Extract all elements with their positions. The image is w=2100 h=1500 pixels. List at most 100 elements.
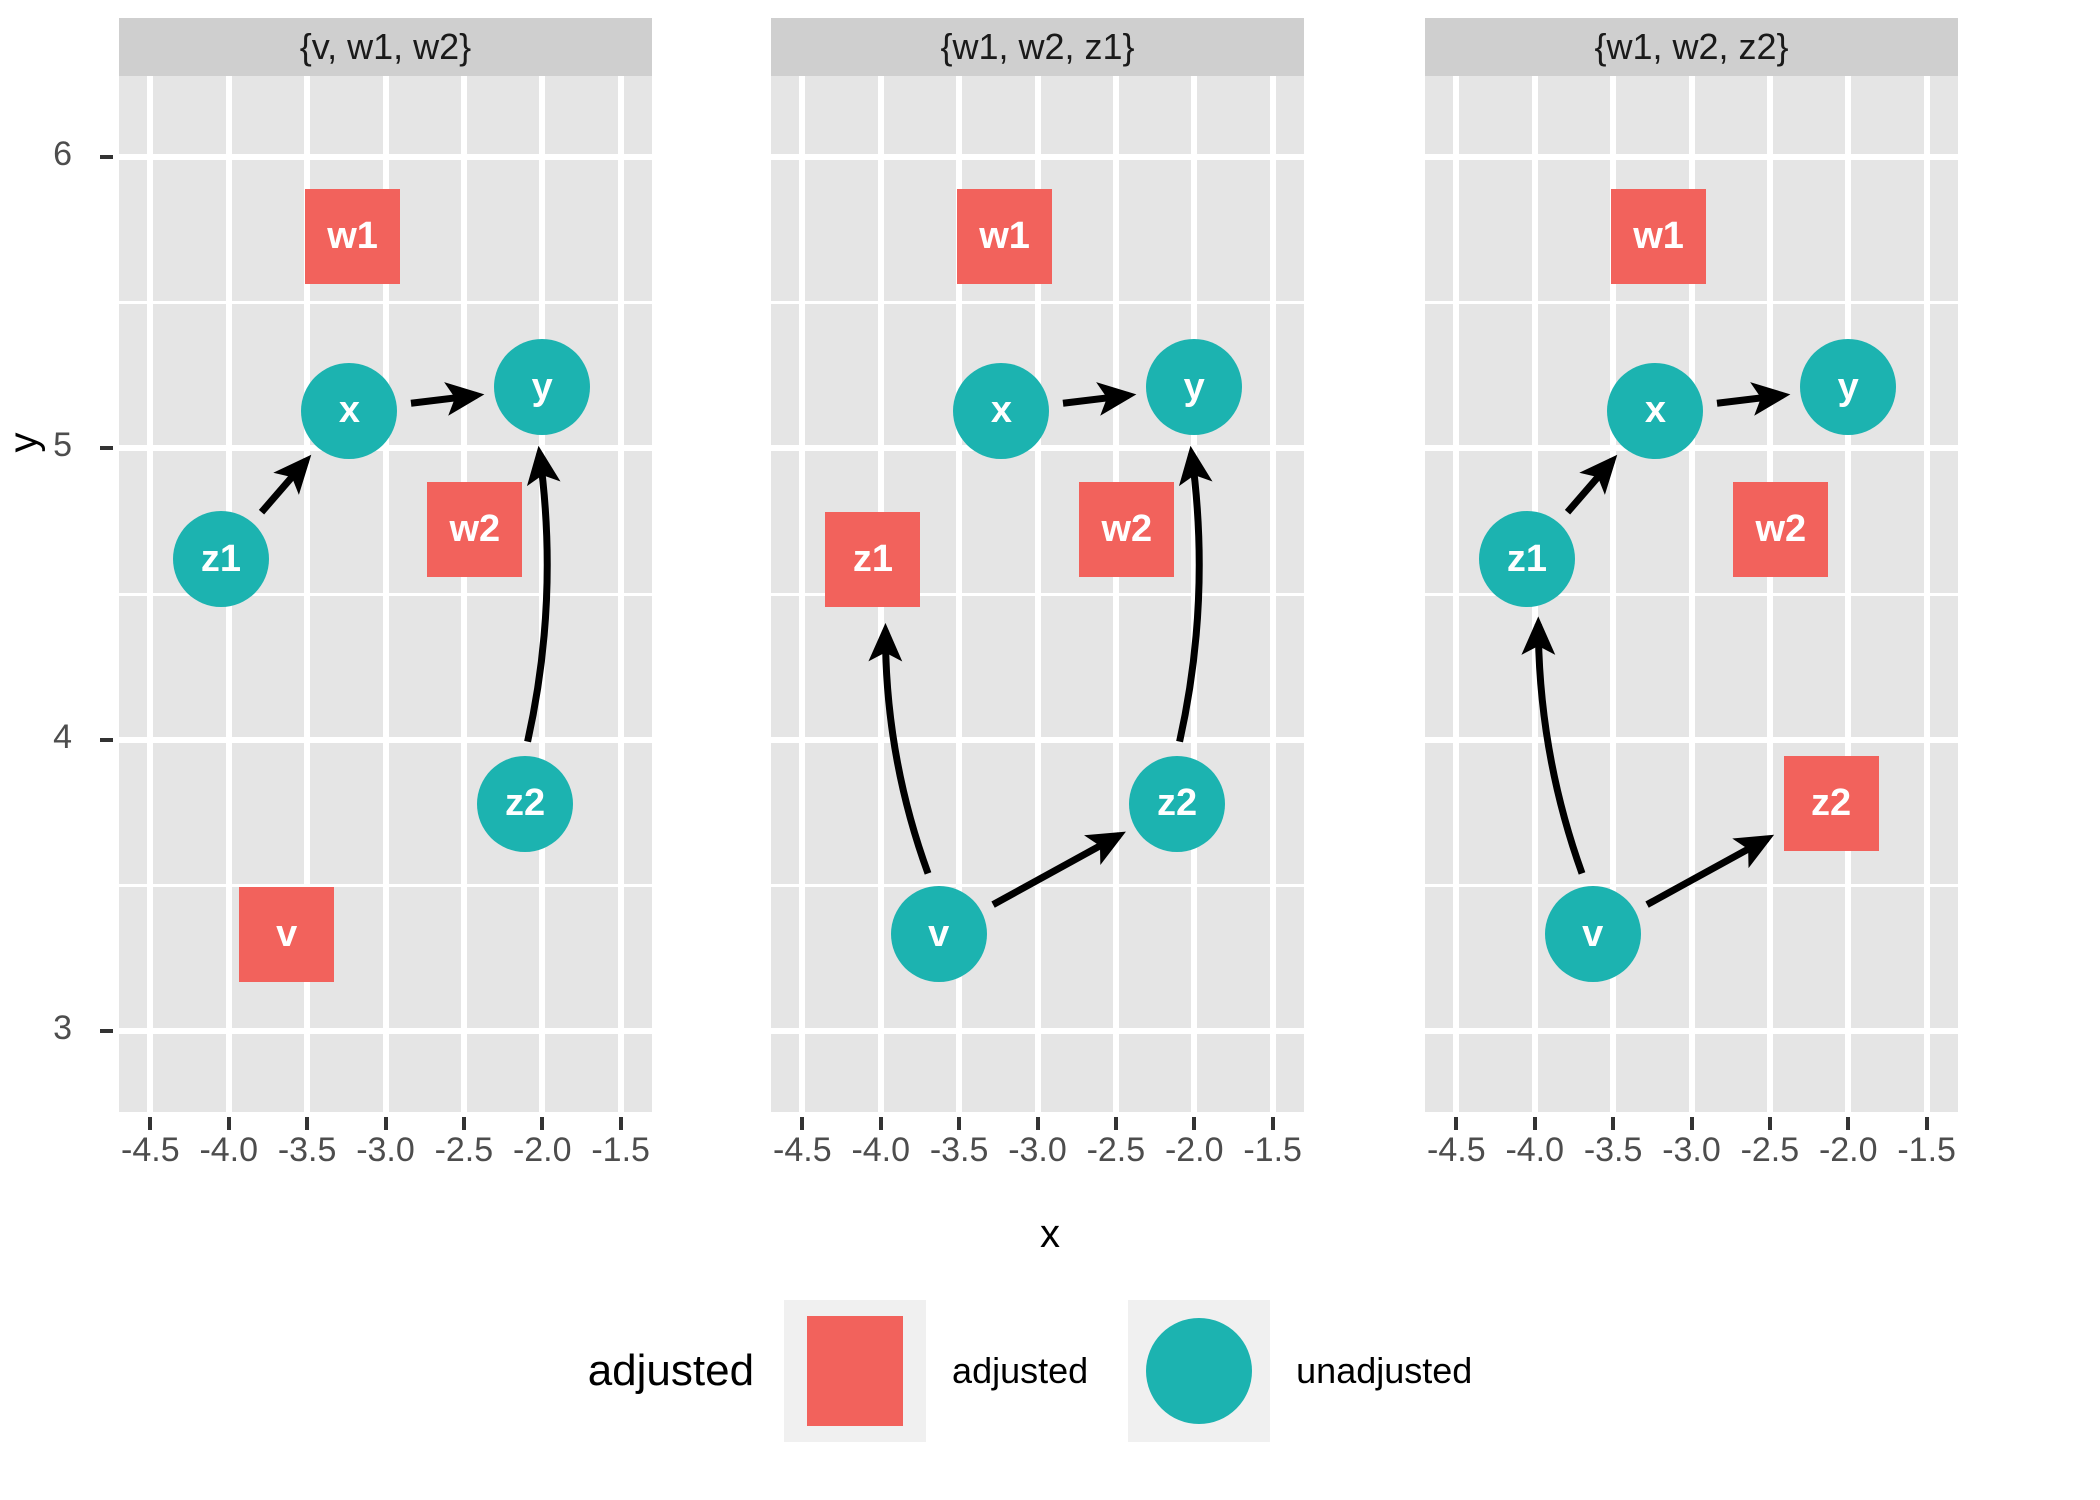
x-tick-label: -1.5	[1243, 1131, 1302, 1169]
gridline-major-horizontal	[119, 736, 652, 743]
gridline-major-horizontal	[119, 1027, 652, 1034]
gridline-major-horizontal	[1425, 1027, 1958, 1034]
legend-glyph-square	[807, 1316, 904, 1426]
facet-strip-label: {w1, w2, z1}	[940, 26, 1135, 67]
x-tick-label: -3.5	[929, 1131, 989, 1169]
legend-glyph-circle	[1146, 1318, 1253, 1424]
gridline-major-horizontal	[1425, 154, 1958, 161]
edge-v-to-z1	[868, 622, 932, 875]
x-tick-label: -2.5	[434, 1131, 494, 1169]
gridline-major-horizontal	[119, 445, 652, 452]
dag-node-label: y	[531, 365, 553, 408]
dag-node-label: w1	[979, 214, 1030, 257]
dag-node-label: z1	[200, 537, 241, 580]
dag-node-z2[interactable]: z2	[477, 755, 574, 852]
y-tick-mark	[100, 737, 113, 742]
facet-panel: w1 x y z1 w2 z2 v	[1425, 76, 1958, 1112]
x-tick-mark	[1113, 1117, 1118, 1130]
gridline-major-horizontal	[1425, 445, 1958, 452]
dag-node-y[interactable]: y	[494, 339, 591, 436]
dag-node-x[interactable]: x	[953, 362, 1050, 459]
dag-node-y[interactable]: y	[1146, 339, 1243, 436]
x-tick-label: -3.0	[356, 1131, 415, 1169]
x-tick-label: -3.0	[1662, 1131, 1721, 1169]
x-axis-title: x	[1040, 1212, 1060, 1256]
dag-node-z2[interactable]: z2	[1129, 755, 1226, 852]
y-tick-label: 5	[53, 426, 72, 465]
dag-node-v[interactable]: v	[239, 886, 335, 982]
dag-node-label: x	[1644, 389, 1666, 432]
dag-node-z1[interactable]: z1	[825, 511, 921, 607]
x-tick-label: -2.0	[1818, 1131, 1878, 1169]
facet-panel: w1 x y z1 w2 z2 v	[771, 76, 1304, 1112]
x-tick-mark	[878, 1117, 883, 1130]
edge-z2-to-y	[524, 445, 561, 743]
dag-node-w1[interactable]: w1	[1611, 188, 1707, 284]
dag-node-label: z1	[852, 537, 893, 580]
gridline-major-horizontal	[771, 1027, 1304, 1034]
dag-node-v[interactable]: v	[890, 886, 987, 983]
legend-key-adjusted[interactable]	[784, 1300, 927, 1442]
gridline-minor-horizontal	[1425, 301, 1958, 305]
dag-node-z1[interactable]: z1	[1478, 511, 1575, 608]
x-tick-label: -3.5	[1583, 1131, 1643, 1169]
dag-node-w1[interactable]: w1	[957, 188, 1053, 284]
dag-node-w2[interactable]: w2	[1733, 482, 1829, 578]
dag-node-label: w1	[327, 214, 378, 257]
x-tick-mark	[383, 1117, 388, 1130]
edge-layer	[258, 382, 561, 743]
gridline-minor-horizontal	[119, 301, 652, 305]
x-tick-mark	[148, 1117, 153, 1130]
y-tick-mark	[100, 155, 113, 160]
gridline-minor-horizontal	[771, 301, 1304, 305]
gridline-major-horizontal	[771, 736, 1304, 743]
x-tick-mark	[1270, 1117, 1275, 1130]
dag-node-w1[interactable]: w1	[305, 188, 401, 284]
gridline-minor-horizontal	[119, 883, 652, 887]
edge-z2-to-y	[1176, 445, 1213, 743]
x-tick-label: -2.0	[1164, 1131, 1224, 1169]
edge-layer	[868, 382, 1213, 908]
edge-x-to-y	[410, 382, 485, 416]
edge-z1-to-x	[1564, 454, 1618, 515]
x-tick-mark	[305, 1117, 310, 1130]
x-tick-label: -1.5	[591, 1131, 650, 1169]
gridline-minor-horizontal	[1425, 592, 1958, 596]
gridline-minor-horizontal	[1425, 883, 1958, 887]
x-tick-mark	[461, 1117, 466, 1130]
dag-node-label: z2	[1810, 782, 1852, 825]
x-tick-label: -2.5	[1086, 1131, 1146, 1169]
dag-node-w2[interactable]: w2	[427, 482, 523, 578]
dag-node-label: v	[928, 912, 950, 955]
edge-v-to-z1	[1521, 616, 1586, 875]
legend-label: adjusted	[952, 1350, 1089, 1391]
y-tick-mark	[100, 446, 113, 451]
dag-node-label: w2	[449, 508, 501, 551]
edge-z1-to-x	[258, 454, 312, 515]
x-tick-mark	[957, 1117, 962, 1130]
dag-node-label: x	[990, 389, 1012, 432]
y-tick-label: 4	[53, 717, 72, 756]
x-tick-mark	[1035, 1117, 1040, 1130]
dag-node-z1[interactable]: z1	[172, 511, 269, 608]
dag-node-w2[interactable]: w2	[1079, 482, 1175, 578]
dag-node-label: w1	[1633, 214, 1684, 257]
dag-node-z2[interactable]: z2	[1783, 756, 1879, 852]
dag-node-y[interactable]: y	[1800, 339, 1897, 436]
dag-node-v[interactable]: v	[1544, 886, 1641, 983]
x-tick-label: -3.0	[1008, 1131, 1067, 1169]
dag-node-x[interactable]: x	[1607, 362, 1704, 459]
dag-node-label: w2	[1755, 508, 1807, 551]
x-tick-label: -4.0	[851, 1131, 911, 1169]
facet-strip-label: {v, w1, w2}	[299, 26, 472, 67]
x-tick-mark	[226, 1117, 231, 1130]
dag-node-label: y	[1183, 365, 1205, 408]
legend-title: adjusted	[587, 1346, 755, 1395]
x-tick-mark	[1532, 1117, 1537, 1130]
dag-node-x[interactable]: x	[301, 362, 398, 459]
gridline-minor-horizontal	[771, 592, 1304, 596]
facet-strip: {w1, w2, z1}	[771, 18, 1304, 76]
legend-key-unadjusted[interactable]	[1128, 1300, 1271, 1442]
